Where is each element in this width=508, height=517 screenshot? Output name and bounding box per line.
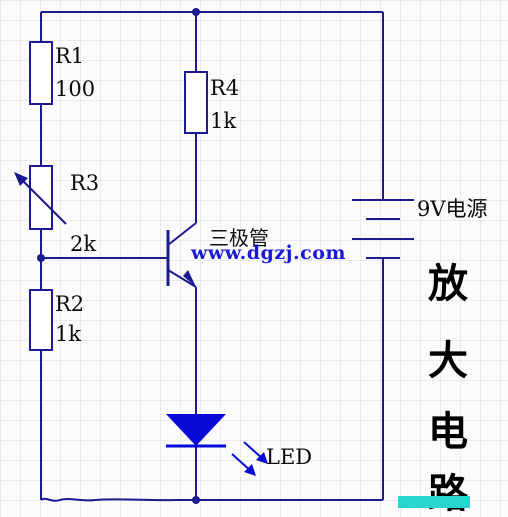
r3-name: R3 (70, 171, 100, 195)
resistor-r2 (29, 289, 53, 351)
r3-value: 2k (70, 232, 97, 256)
r1-name: R1 (55, 44, 85, 68)
r4-value: 1k (210, 109, 237, 133)
r1-value: 100 (55, 77, 96, 101)
junction-base (37, 254, 45, 262)
led-label: LED (266, 445, 313, 469)
led-arrowhead-1 (244, 464, 256, 476)
junction-bottom (192, 496, 200, 504)
title-char-2: 大 (428, 338, 468, 384)
potentiometer-arrowhead (14, 172, 28, 186)
r2-value: 1k (55, 322, 82, 346)
led-triangle (166, 414, 226, 446)
junction-top (192, 8, 200, 16)
transistor-collector (167, 222, 197, 246)
potentiometer-arrow (19, 177, 67, 225)
led-arrowhead-2 (256, 452, 268, 464)
cyan-tag (398, 496, 470, 508)
battery-label: 9V电源 (417, 197, 488, 221)
transistor-label: 三极管 (209, 226, 269, 250)
resistor-r1 (29, 41, 53, 105)
transistor-emitter (167, 269, 197, 288)
watermark-url: www.dgzj.com (191, 242, 346, 264)
resistor-r3 (29, 165, 53, 230)
title-char-1: 放 (428, 261, 468, 307)
r4-name: R4 (210, 76, 240, 100)
resistor-r4 (184, 71, 208, 134)
title-char-4: 路 (428, 471, 468, 517)
title-char-3: 电 (428, 409, 468, 455)
wire-bottom (40, 497, 383, 502)
transistor-emitter-arrowhead (183, 270, 196, 287)
r2-name: R2 (55, 292, 85, 316)
